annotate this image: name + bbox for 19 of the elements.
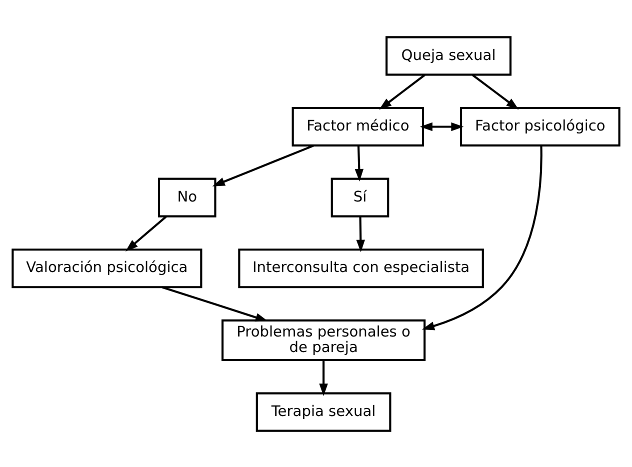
arrow [472, 74, 519, 110]
node-box: Sí [330, 177, 390, 217]
node-box: Problemas personales o de pareja [221, 318, 426, 361]
node-box: Valoración psicológica [12, 248, 202, 288]
arrow [125, 215, 167, 251]
node-box: Queja sexual [386, 36, 512, 76]
arrow [422, 145, 542, 330]
arrow [420, 122, 464, 131]
arrow [379, 74, 426, 110]
node-box: Interconsulta con especialista [238, 248, 484, 288]
arrow [356, 216, 365, 252]
arrow [319, 360, 328, 396]
arrow [212, 144, 314, 186]
node-box: Factor médico [292, 106, 424, 146]
arrow [354, 145, 364, 181]
node-box: Factor psicológico [460, 106, 620, 146]
node-box: No [158, 177, 216, 217]
arrow [162, 286, 268, 322]
node-box: Terapia sexual [256, 392, 392, 432]
